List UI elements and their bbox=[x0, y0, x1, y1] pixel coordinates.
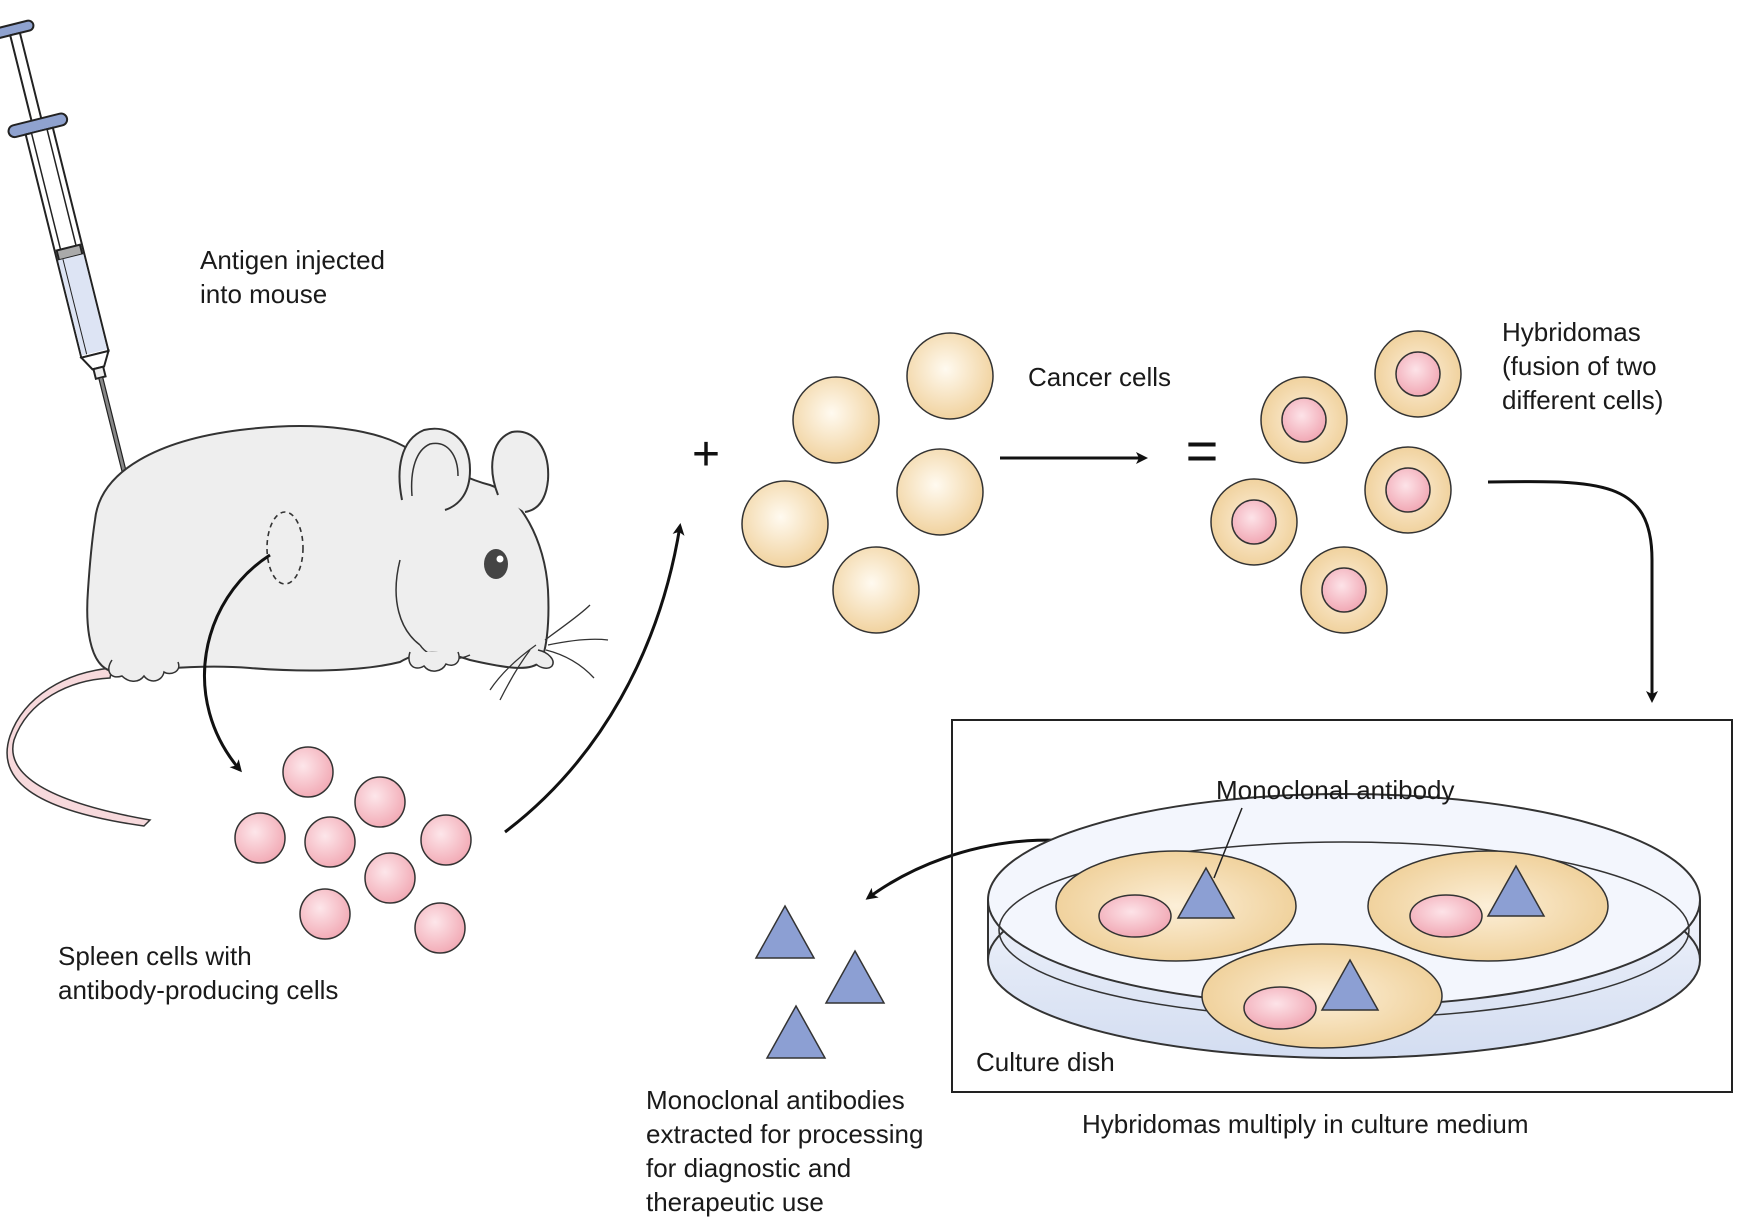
arrow-spleen-to-cells bbox=[202, 553, 271, 773]
hybridoma-colony bbox=[1367, 850, 1609, 962]
hybridoma-colonies bbox=[1055, 850, 1609, 1049]
mouse-ear-front bbox=[398, 427, 472, 511]
cancer-cell bbox=[741, 480, 829, 568]
mouse-body bbox=[86, 425, 550, 674]
antibody-triangle bbox=[1320, 958, 1380, 1011]
cancer-cell bbox=[906, 332, 994, 420]
cancer-cell bbox=[792, 376, 880, 464]
mouse-eye bbox=[484, 549, 508, 579]
cancer-cells-label: Cancer cells bbox=[1028, 360, 1171, 394]
mouse-whiskers bbox=[489, 604, 609, 701]
culture-dish-label: Culture dish bbox=[976, 1045, 1115, 1079]
spleen-cell bbox=[364, 852, 416, 904]
hybridoma-colony bbox=[1201, 943, 1443, 1049]
extracted-antibodies bbox=[754, 904, 886, 1059]
cancer-cell bbox=[832, 546, 920, 634]
culture-dish-text: Culture dish bbox=[976, 1047, 1115, 1077]
antigen-label: Antigen injected into mouse bbox=[200, 243, 385, 311]
antibody-triangle bbox=[1486, 864, 1546, 917]
spleen-cell bbox=[234, 812, 286, 864]
hybridoma-colony bbox=[1055, 850, 1297, 962]
spleen-cell bbox=[282, 746, 334, 798]
monoclonal-antibody-leader bbox=[1213, 807, 1243, 879]
arrow-hybridoma-to-dish bbox=[1487, 479, 1658, 703]
arrow-cells-to-fusion bbox=[504, 523, 685, 834]
extracted-label-line: for diagnostic and bbox=[646, 1153, 852, 1183]
spleen-cell bbox=[420, 814, 472, 866]
spleen-label-line: Spleen cells with bbox=[58, 941, 252, 971]
spleen-cell bbox=[304, 816, 356, 868]
spleen-outline bbox=[266, 511, 304, 585]
spleen-cell bbox=[414, 902, 466, 954]
cancer-cell bbox=[896, 448, 984, 536]
antibody-triangle bbox=[754, 904, 816, 959]
mouse-tail bbox=[6, 667, 152, 827]
monoclonal-antibody-text: Monoclonal antibody bbox=[1216, 775, 1455, 805]
culture-dish-panel bbox=[951, 719, 1733, 1093]
extracted-label-line: Monoclonal antibodies bbox=[646, 1085, 905, 1115]
hybridoma-cell bbox=[1364, 446, 1452, 534]
cancer-cells bbox=[741, 332, 994, 634]
cancer-label-text: Cancer cells bbox=[1028, 362, 1172, 392]
hybridomas-label-line: (fusion of two bbox=[1502, 351, 1657, 381]
antibody-triangle bbox=[765, 1004, 827, 1059]
hybridomas-label-line: Hybridomas bbox=[1502, 317, 1641, 347]
hybridomas-label-line: different cells) bbox=[1502, 385, 1664, 415]
mouse-ear-back bbox=[491, 430, 550, 513]
hybridoma-cell bbox=[1300, 546, 1388, 634]
multiply-caption-text: Hybridomas multiply in culture medium bbox=[1082, 1109, 1529, 1139]
spleen-cells-label: Spleen cells with antibody-producing cel… bbox=[58, 939, 338, 1007]
antibody-triangle bbox=[1176, 866, 1236, 919]
hybridoma-cell bbox=[1210, 478, 1298, 566]
antigen-label-line: Antigen injected bbox=[200, 245, 386, 275]
mouse-icon bbox=[6, 425, 609, 827]
hybridoma-cells bbox=[1210, 330, 1462, 634]
plus-sign: + bbox=[692, 428, 720, 481]
extracted-label: Monoclonal antibodies extracted for proc… bbox=[646, 1083, 923, 1219]
extracted-label-line: therapeutic use bbox=[646, 1187, 824, 1217]
antigen-label-line: into mouse bbox=[200, 279, 328, 309]
spleen-cell bbox=[354, 776, 406, 828]
equals-sign: = bbox=[1186, 419, 1219, 482]
antibody-triangle bbox=[824, 949, 886, 1004]
spleen-cell bbox=[299, 888, 351, 940]
spleen-cells bbox=[234, 746, 472, 954]
extracted-label-line: extracted for processing bbox=[646, 1119, 924, 1149]
spleen-label-line: antibody-producing cells bbox=[58, 975, 339, 1005]
monoclonal-antibody-label: Monoclonal antibody bbox=[1216, 773, 1455, 807]
hybridomas-label: Hybridomas (fusion of two different cell… bbox=[1502, 315, 1663, 417]
hybridoma-cell bbox=[1260, 376, 1348, 464]
multiply-caption: Hybridomas multiply in culture medium bbox=[1082, 1107, 1528, 1141]
syringe-icon bbox=[0, 19, 140, 525]
hybridoma-cell bbox=[1374, 330, 1462, 418]
